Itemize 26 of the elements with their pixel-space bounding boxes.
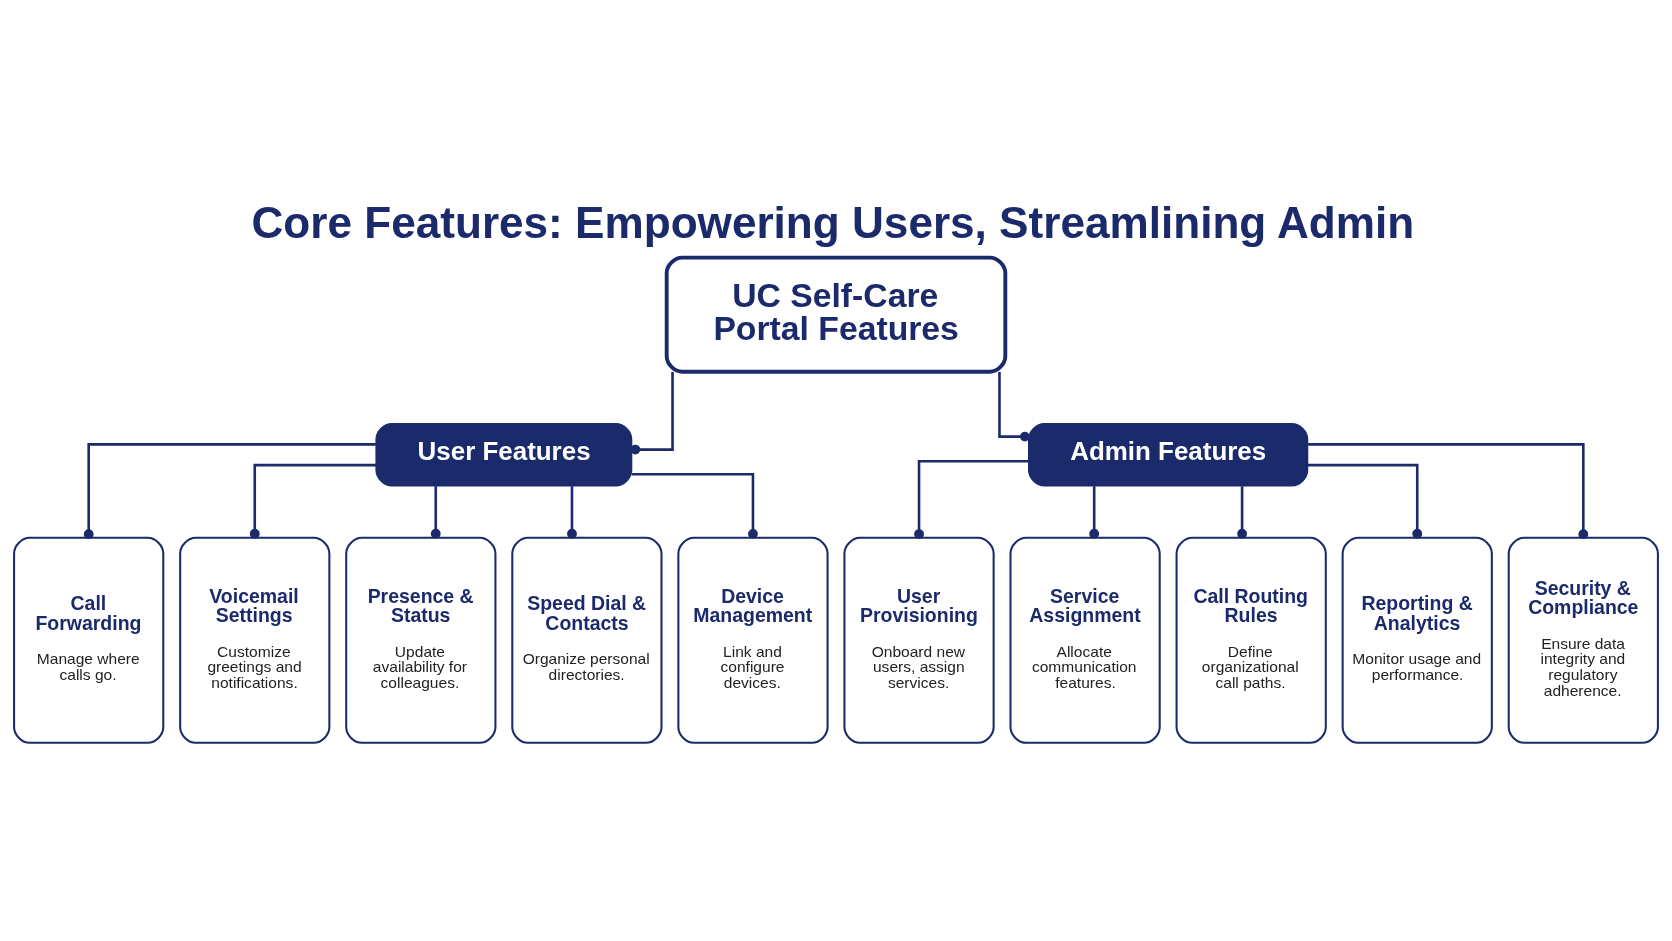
node-box: Voicemail Settings Customize greetings and notifications. [179,536,331,744]
connector [567,485,577,539]
connector [914,459,1029,539]
node-box: UC Self-Care Portal Features [664,255,1008,374]
node-box: Admin Features [1028,422,1309,487]
node-box: Security & Compliance Ensure data integrity and regulatory adherence. [1507,536,1659,744]
connector [631,472,758,539]
node-box: Speed Dial & Contacts Organize personal directories. [511,536,663,744]
connector [1089,485,1100,539]
node-box: Reporting & Analytics Monitor usage and performance. [1341,536,1493,744]
node-box: Device Management Link and configure devices. [677,536,829,744]
connector [1307,463,1423,539]
node-box: Service Assignment Allocate communication features. [1009,536,1161,744]
connector [630,371,674,455]
diagram-title: Core Features: Empowering Users, Streamlining Admin [251,197,1415,247]
node-box: Presence & Status Update availability for colleagues. [345,536,497,744]
connector [1308,442,1589,539]
node-box: Call Routing Rules Define organizational call paths. [1175,536,1327,744]
node-box: User Provisioning Onboard new users, assign services. [843,536,995,744]
node-box: User Features [375,422,633,487]
connector [430,485,441,539]
connector [998,371,1030,442]
connector [249,463,376,539]
node-box: Call Forwarding Manage where calls go. [13,536,165,744]
connector [1237,485,1248,539]
connector [83,442,376,539]
